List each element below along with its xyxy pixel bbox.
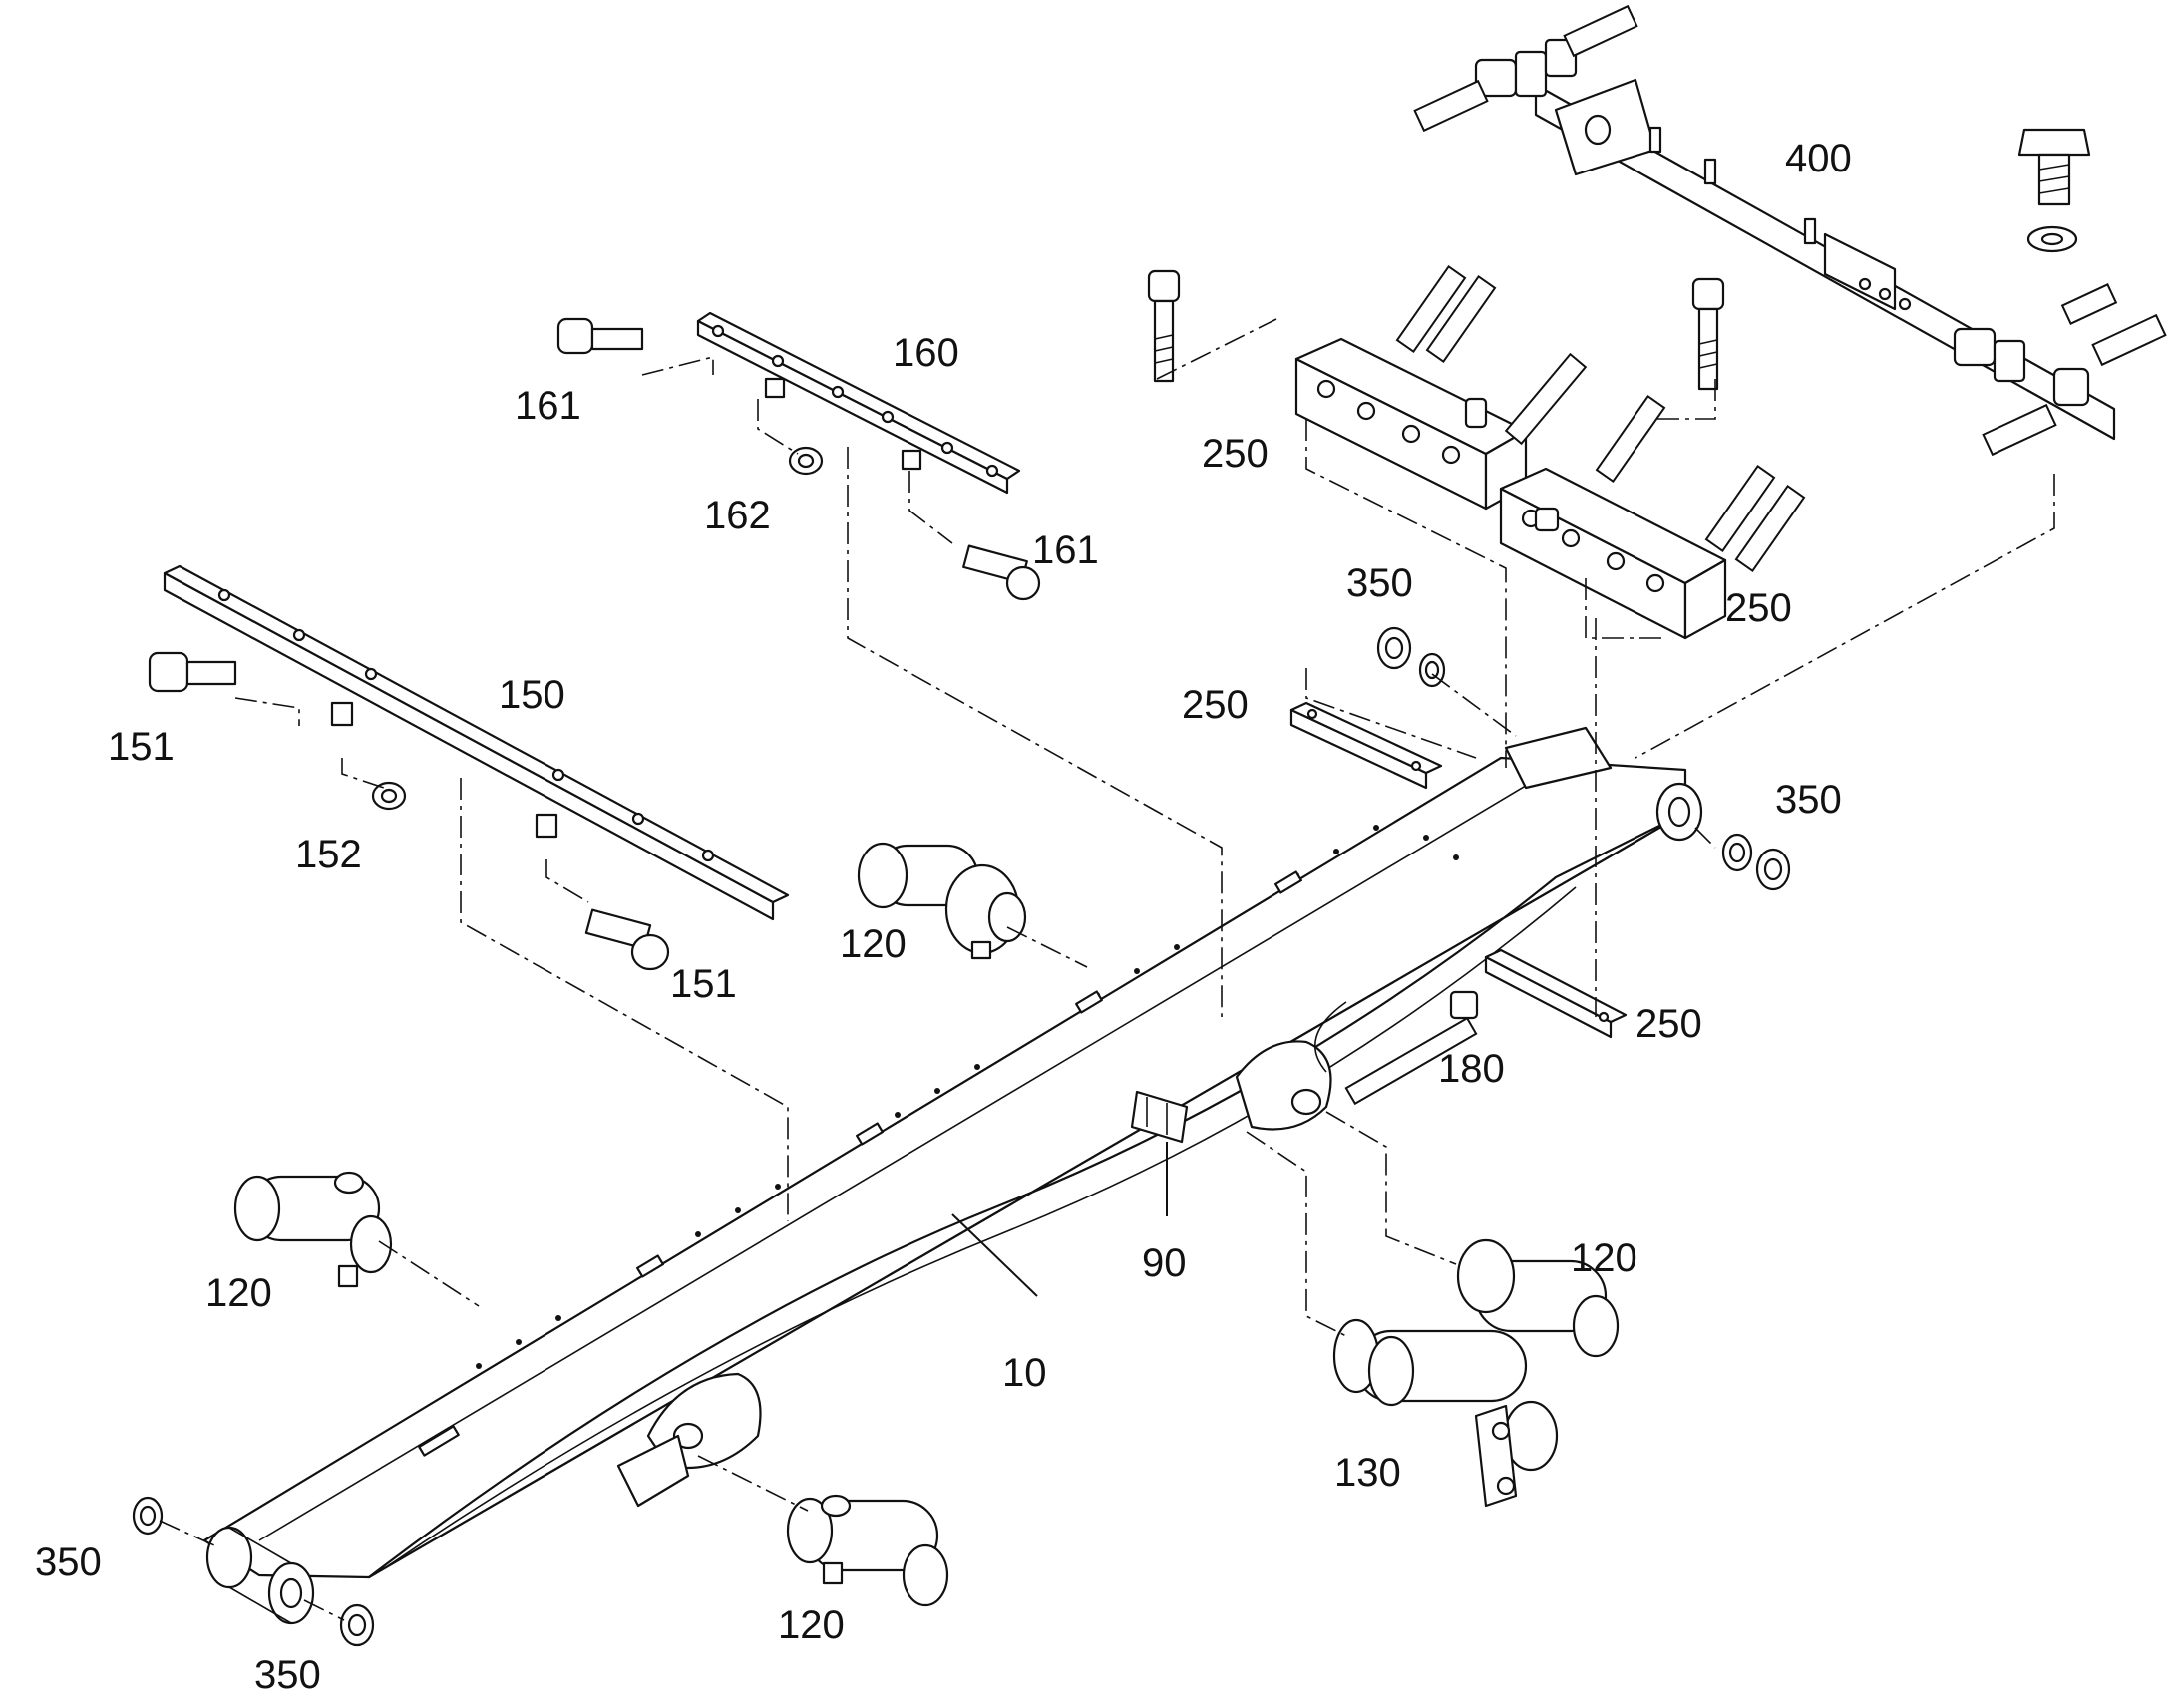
leader-lines: [951, 1142, 1168, 1297]
callout-161-lower: 161: [1032, 528, 1099, 572]
boom-frame: [202, 726, 1703, 1625]
callout-162: 162: [704, 494, 771, 537]
block-250-left: [1147, 265, 1588, 511]
callout-120-upper: 120: [840, 922, 907, 966]
pin-120-upper: [857, 842, 1027, 960]
callout-120-left: 120: [205, 1271, 272, 1315]
callout-400: 400: [1785, 137, 1852, 180]
callout-90: 90: [1142, 1241, 1187, 1285]
callout-160: 160: [893, 331, 959, 375]
washers-350: [132, 626, 1791, 1647]
callout-10: 10: [1002, 1351, 1047, 1395]
callout-labels: 400 160 161 161 162 250 250 250 250 350 …: [35, 137, 1852, 1697]
hose-180: [1314, 990, 1479, 1106]
pin-120-left: [233, 1171, 393, 1288]
manifold-400: [1413, 4, 2167, 457]
bar-150: [148, 564, 790, 971]
callout-120-right: 120: [1571, 1236, 1637, 1280]
clip-90: [1130, 1090, 1189, 1144]
pin-120-bottom: [786, 1494, 949, 1607]
callout-250-left-block: 250: [1202, 432, 1269, 476]
callout-150: 150: [499, 673, 565, 717]
guide-lines: [159, 318, 2055, 1621]
callout-180: 180: [1438, 1047, 1505, 1091]
callout-130: 130: [1334, 1451, 1401, 1495]
callout-151-upper: 151: [108, 725, 175, 769]
bar-160: [556, 311, 1041, 601]
callout-120-bottom: 120: [778, 1603, 845, 1647]
callout-350-top: 350: [1346, 561, 1413, 605]
block-250-right: [1499, 277, 1806, 640]
callout-350-left: 350: [35, 1540, 102, 1584]
callout-250-upper-plate: 250: [1182, 683, 1249, 727]
callout-151-lower: 151: [670, 962, 737, 1006]
callout-161-upper: 161: [515, 384, 581, 428]
plate-250-upper: [1289, 701, 1443, 790]
plate-250-lower: [1484, 948, 1628, 1039]
pin-120-right: [1456, 1238, 1620, 1358]
callout-152: 152: [295, 833, 362, 876]
pin-130: [1332, 1318, 1559, 1508]
callout-250-right-block: 250: [1725, 586, 1792, 630]
callout-350-right: 350: [1775, 778, 1842, 822]
callout-350-bottom: 350: [254, 1653, 321, 1697]
callout-250-lower-plate: 250: [1635, 1002, 1702, 1046]
